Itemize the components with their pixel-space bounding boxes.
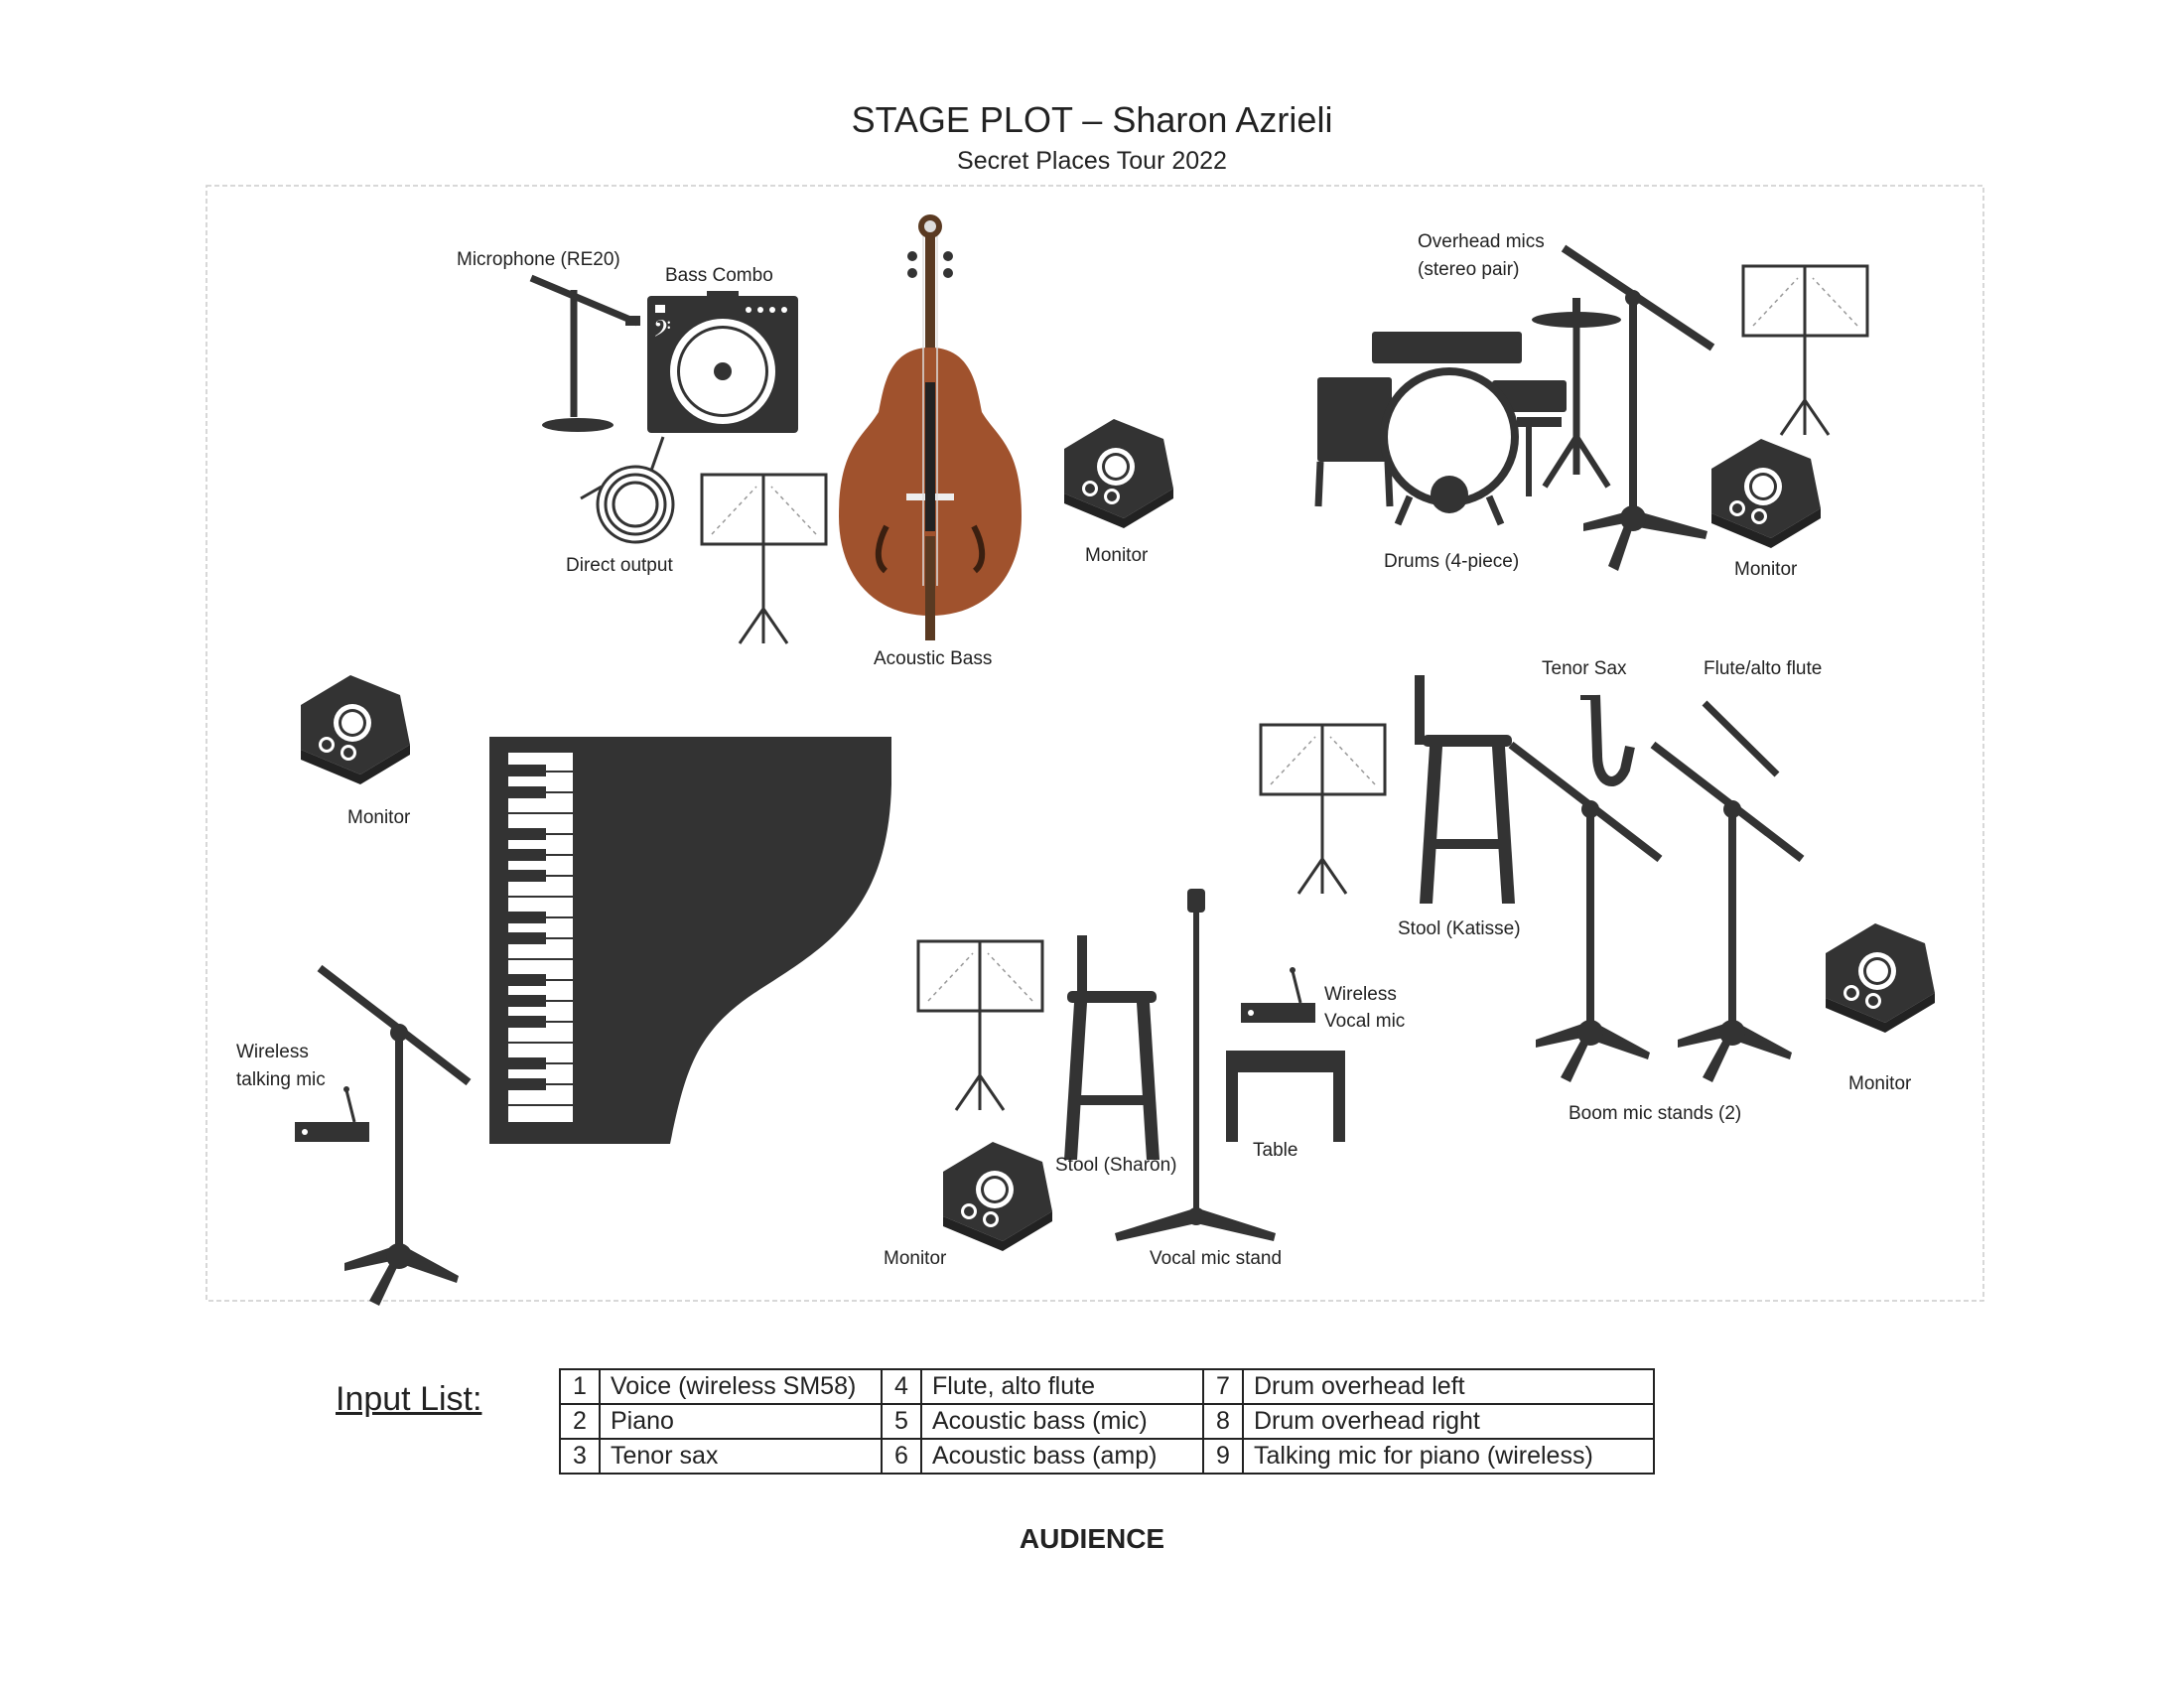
input-label: Talking mic for piano (wireless) (1242, 1438, 1655, 1475)
drum-kit-icon (1314, 298, 1621, 526)
table-row: 2 Piano 5 Acoustic bass (mic) 8 Drum ove… (559, 1403, 1655, 1440)
label-monitor-right: Monitor (1848, 1073, 1912, 1094)
acoustic-bass-icon (839, 214, 1022, 640)
boom-mic-stand-1-icon (1511, 745, 1660, 1082)
stool-sharon-icon (1064, 991, 1160, 1160)
label-vocal-stand: Vocal mic stand (1150, 1248, 1283, 1269)
table-row: 1 Voice (wireless SM58) 4 Flute, alto fl… (559, 1368, 1655, 1405)
talking-mic-receiver-icon (293, 1084, 371, 1144)
music-stand-bass (700, 473, 828, 645)
input-label: Acoustic bass (amp) (920, 1438, 1204, 1475)
label-monitor-front: Monitor (884, 1248, 947, 1269)
input-number: 8 (1202, 1403, 1244, 1440)
input-number: 5 (881, 1403, 922, 1440)
input-number: 1 (559, 1368, 601, 1405)
input-label: Flute, alto flute (920, 1368, 1204, 1405)
music-stand-drums (1741, 264, 1869, 437)
label-stool-sharon: Stool (Sharon) (1055, 1155, 1177, 1176)
label-wireless-talking-1: Wireless (236, 1042, 309, 1062)
label-overhead-mics-1: Overhead mics (1418, 231, 1545, 252)
stool-sharon-backrest (1077, 935, 1087, 1000)
label-monitor-piano: Monitor (347, 807, 411, 828)
table-row: 3 Tenor sax 6 Acoustic bass (amp) 9 Talk… (559, 1438, 1655, 1475)
monitor-front-icon (943, 1142, 1052, 1251)
label-monitor-drums: Monitor (1734, 559, 1798, 580)
label-boom-stands: Boom mic stands (2) (1569, 1103, 1742, 1124)
input-number: 3 (559, 1438, 601, 1475)
label-bass-combo: Bass Combo (665, 265, 773, 286)
input-label: Drum overhead left (1242, 1368, 1655, 1405)
svg-text:𝄢: 𝄢 (653, 315, 671, 348)
monitor-piano-icon (301, 675, 410, 784)
overhead-mic-stand-icon (1561, 244, 1715, 571)
bass-combo-icon: 𝄢 (647, 291, 798, 433)
monitor-drums-icon (1711, 439, 1821, 548)
stool-katisse-backrest (1415, 675, 1425, 745)
input-number: 6 (881, 1438, 922, 1475)
label-drums: Drums (4-piece) (1384, 551, 1520, 572)
input-label: Voice (wireless SM58) (599, 1368, 883, 1405)
grand-piano-icon (489, 737, 891, 1144)
page-subtitle: Secret Places Tour 2022 (957, 147, 1227, 175)
label-acoustic-bass: Acoustic Bass (874, 648, 993, 669)
vocal-mic-stand-icon (1115, 889, 1276, 1241)
input-list-title: Input List: (336, 1380, 482, 1418)
input-number: 4 (881, 1368, 922, 1405)
label-wireless-vocal-1: Wireless (1324, 984, 1397, 1005)
input-number: 7 (1202, 1368, 1244, 1405)
label-microphone-re20: Microphone (RE20) (457, 249, 620, 270)
input-label: Piano (599, 1403, 883, 1440)
label-overhead-mics-2: (stereo pair) (1418, 259, 1520, 280)
audience-label: AUDIENCE (1019, 1523, 1165, 1554)
monitor-right-icon (1826, 923, 1935, 1033)
tenor-sax-icon (1580, 694, 1635, 786)
music-stand-front (916, 939, 1044, 1112)
input-number: 2 (559, 1403, 601, 1440)
microphone-re20-icon (529, 274, 640, 432)
label-wireless-vocal-2: Vocal mic (1324, 1011, 1406, 1032)
label-wireless-talking-2: talking mic (236, 1069, 326, 1090)
input-label: Drum overhead right (1242, 1403, 1655, 1440)
input-label: Tenor sax (599, 1438, 883, 1475)
input-list-table: 1 Voice (wireless SM58) 4 Flute, alto fl… (559, 1368, 1655, 1475)
label-monitor-bass: Monitor (1085, 545, 1149, 566)
label-tenor-sax: Tenor Sax (1542, 658, 1627, 679)
wireless-vocal-receiver-icon (1239, 965, 1317, 1025)
stage-area (205, 185, 1984, 1302)
input-number: 9 (1202, 1438, 1244, 1475)
page-title: STAGE PLOT – Sharon Azrieli (851, 99, 1333, 140)
label-direct-output: Direct output (566, 555, 673, 576)
monitor-bass-icon (1064, 419, 1173, 528)
input-label: Acoustic bass (mic) (920, 1403, 1204, 1440)
music-stand-center (1259, 723, 1387, 896)
label-stool-katisse: Stool (Katisse) (1398, 918, 1521, 939)
flute-icon (1702, 700, 1780, 777)
stool-katisse-icon (1420, 735, 1515, 904)
direct-output-cable-icon (580, 436, 675, 544)
label-table: Table (1253, 1140, 1298, 1161)
table-icon (1226, 1051, 1345, 1142)
label-flute: Flute/alto flute (1704, 658, 1823, 679)
boom-mic-stand-2-icon (1653, 745, 1802, 1082)
